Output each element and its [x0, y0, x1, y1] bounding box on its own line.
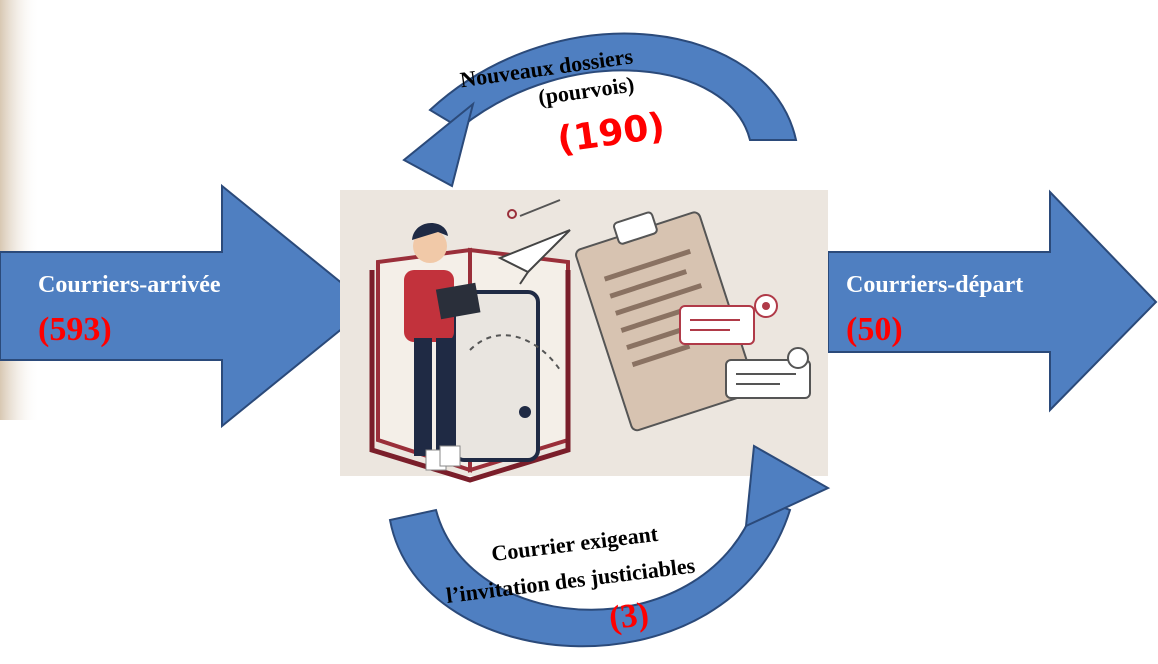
outgoing-arrow — [827, 189, 1158, 413]
top-loop-arrow — [402, 32, 798, 188]
incoming-label: Courriers-arrivée — [38, 272, 221, 298]
outgoing-label: Courriers-départ — [846, 272, 1023, 298]
top-loop-count: (190) — [555, 106, 668, 162]
bottom-loop-arrow — [388, 444, 831, 648]
outgoing-count: (50) — [846, 311, 903, 348]
incoming-count: (593) — [38, 311, 112, 348]
bottom-loop-count: (3) — [607, 596, 651, 638]
incoming-arrow — [0, 183, 372, 429]
illustration-icon — [340, 190, 828, 483]
